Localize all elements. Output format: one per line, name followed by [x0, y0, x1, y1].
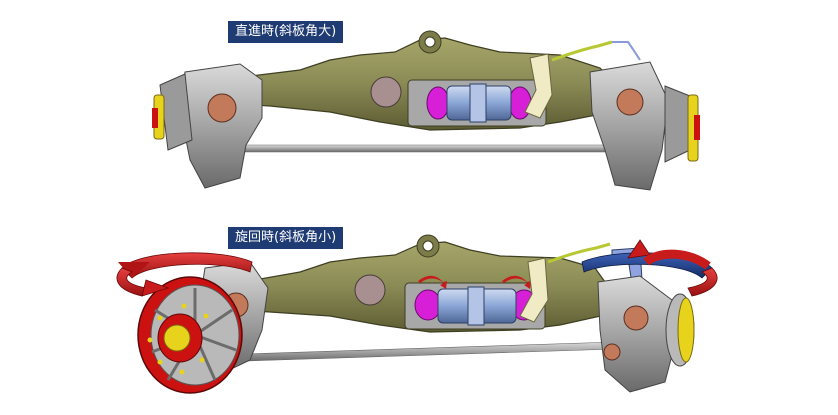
straight-driving-label: 直進時(斜板角大) [228, 21, 344, 43]
right-rotation-arrow [581, 239, 718, 297]
tie-rod [204, 144, 626, 153]
turning-label: 旋回時(斜板角小) [228, 227, 344, 249]
small-rotation-arrow-left [418, 275, 447, 289]
steering-arm [524, 53, 553, 119]
round-cover-turning [354, 274, 386, 306]
small-rotation-arrow-right [502, 275, 531, 289]
swash-plate-left [426, 86, 450, 120]
turning-axle-assembly [116, 234, 718, 394]
right-knuckle-turning [597, 275, 677, 393]
right-hub [664, 85, 691, 163]
left-hub [159, 73, 193, 151]
swash-plate-left-turning [414, 289, 442, 321]
round-cover [370, 76, 402, 108]
swash-plate-right [508, 86, 532, 120]
tie-rod-turning [244, 341, 617, 362]
right-wheel-flange-turning [677, 297, 695, 363]
straight-axle-assembly [152, 30, 700, 191]
steering-arm-turning [519, 257, 549, 323]
left-rotation-arrow [116, 252, 253, 297]
right-knuckle [589, 61, 669, 191]
left-knuckle [179, 63, 263, 189]
hub-cap [163, 324, 191, 352]
hydraulic-hose [551, 40, 613, 62]
hydraulic-hose-turning [547, 242, 611, 264]
